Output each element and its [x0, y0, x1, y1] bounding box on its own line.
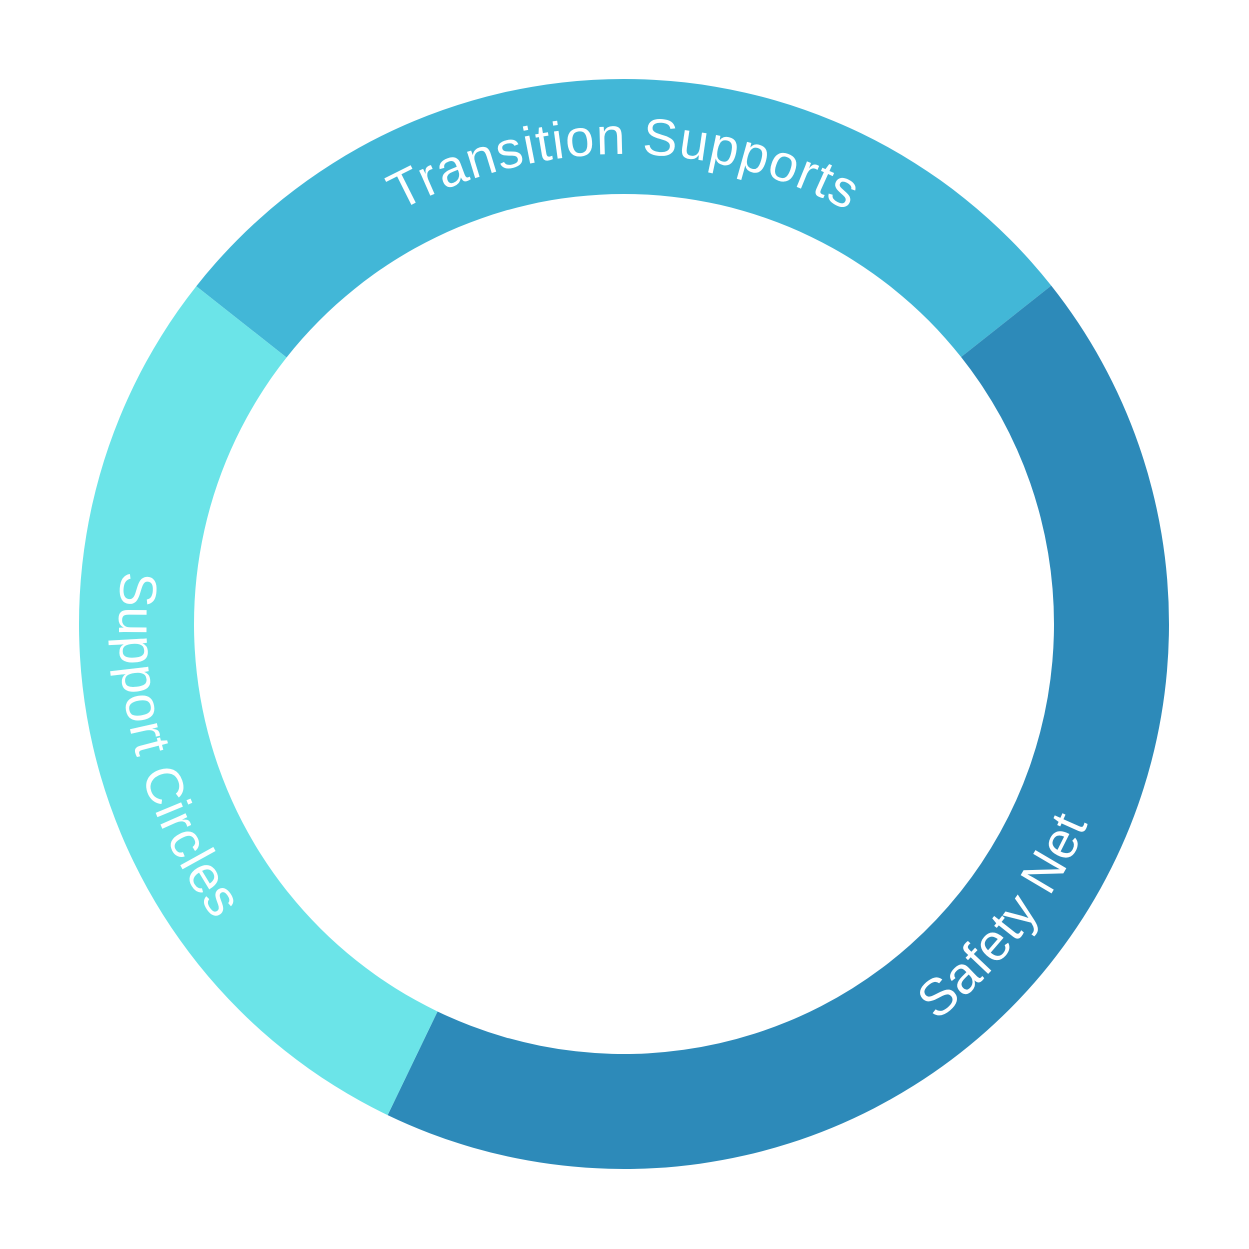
ring-segment-safety-net — [387, 285, 1170, 1170]
ring-segment-support-circles — [78, 286, 438, 1116]
ring-segment-transition-supports — [196, 78, 1052, 358]
